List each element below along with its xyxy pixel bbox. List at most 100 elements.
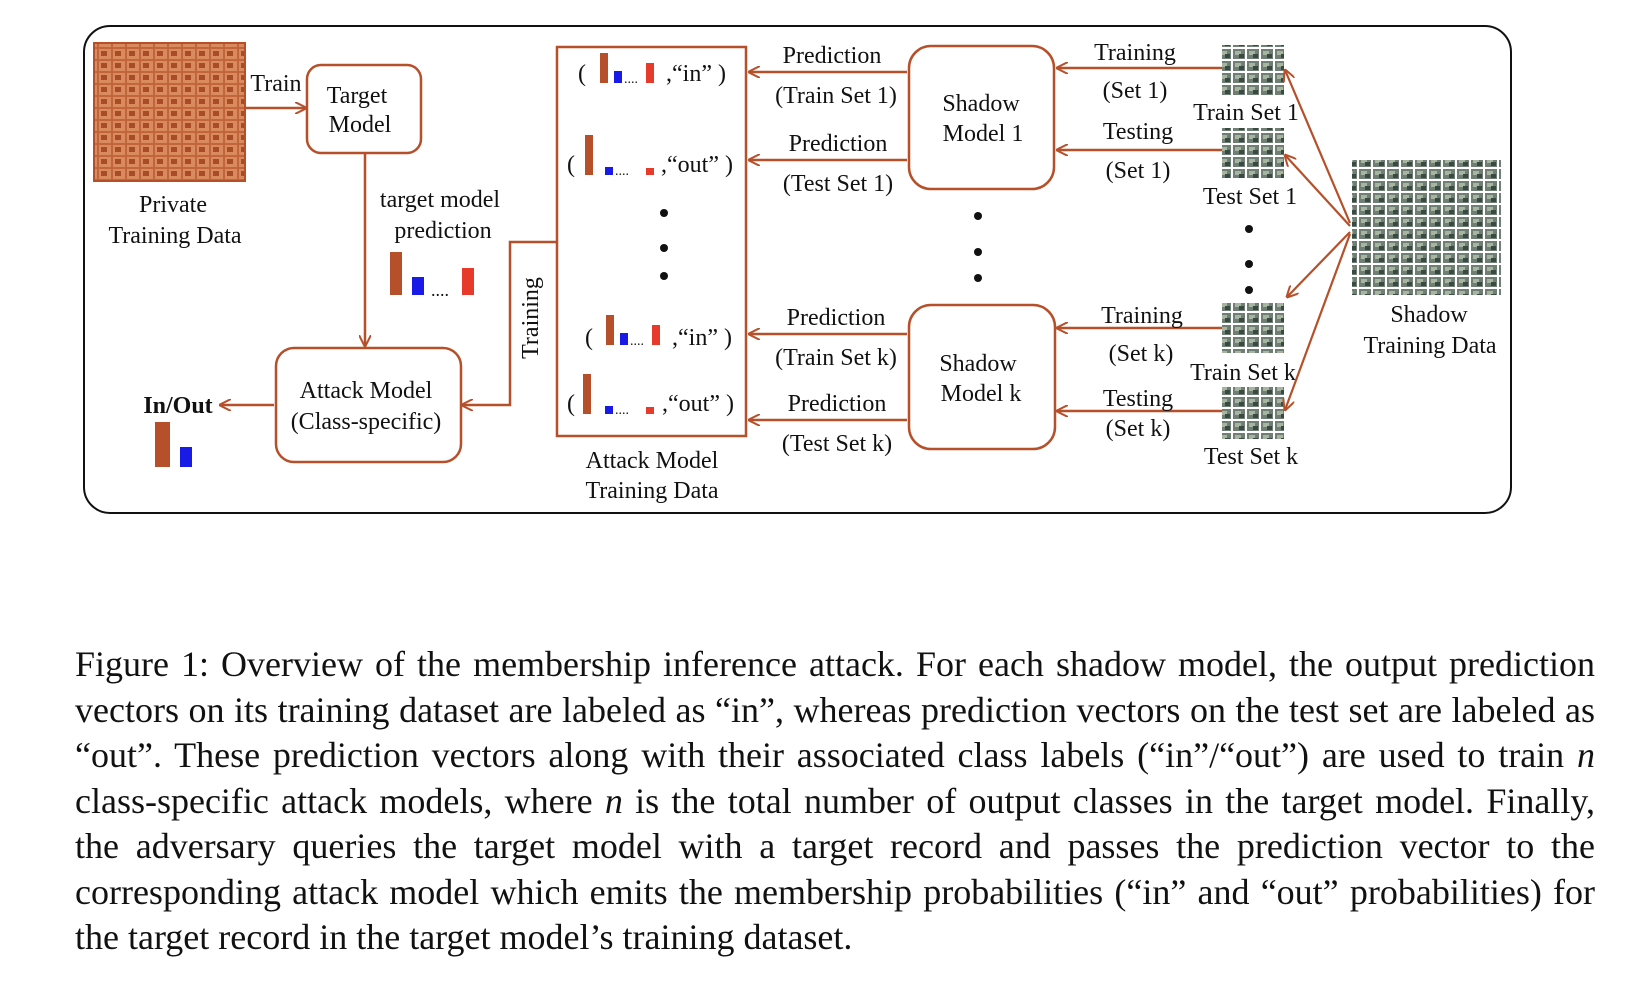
record-3: ( .... ,“in” ): [585, 315, 732, 351]
caption-var-n: n: [1577, 735, 1595, 775]
bar-mark: [614, 71, 622, 83]
ellipsis-dot: [660, 244, 668, 252]
data-edge-3-top: Training: [1101, 303, 1183, 329]
target-prediction-bars: ....: [390, 252, 474, 300]
bar-dots: ....: [431, 280, 449, 300]
caption-suffix: is the to­tal number of output classes i…: [75, 780, 1595, 958]
attack-training-data-label-2: Training Data: [585, 478, 718, 504]
train-set-1-image: [1222, 45, 1284, 95]
test-set-1-image: [1222, 128, 1284, 178]
bar-mark: [600, 53, 608, 83]
attack-model-label-1: Attack Model: [300, 378, 433, 404]
shadow-data-label-2: Training Data: [1363, 333, 1496, 359]
pred-edge-4-top: Prediction: [788, 391, 887, 417]
attack-training-data-box: [555, 45, 748, 438]
bar-mark: [620, 333, 628, 345]
data-edge-3-bottom: (Set k): [1109, 341, 1174, 367]
test-set-1-label: Test Set 1: [1203, 184, 1297, 210]
record-open-paren: (: [585, 325, 593, 351]
figure-caption: Figure 1: Overview of the membership inf…: [75, 642, 1595, 961]
data-edge-2-top: Testing: [1103, 119, 1173, 145]
record-open-paren: (: [567, 391, 575, 417]
record-label: ,“out” ): [662, 391, 734, 417]
record-2: ( .... ,“out” ): [567, 135, 733, 179]
record-label: ,“in” ): [666, 61, 726, 87]
membership-inference-diagram: Private Training Data Train Target Model…: [83, 25, 1512, 514]
record-label: ,“in” ): [672, 325, 732, 351]
attack-training-data-label-1: Attack Model: [586, 448, 719, 474]
bar-mark: [585, 135, 593, 175]
bar-mark: [606, 315, 614, 345]
record-open-paren: (: [578, 61, 586, 87]
ellipsis-dot: [974, 274, 982, 282]
train-label: Train: [250, 71, 301, 97]
shadow-model-k-label-1: Shadow: [939, 351, 1017, 377]
shadow-data-label-1: Shadow: [1390, 302, 1468, 328]
train-set-1-label: Train Set 1: [1193, 100, 1299, 126]
caption-prefix: Figure 1: Overview of the membership inf…: [75, 644, 1595, 775]
test-set-k-image: [1222, 387, 1284, 439]
record-dots: ....: [624, 72, 638, 87]
figure-frame: [83, 25, 1512, 514]
output-out-bar: [180, 447, 192, 467]
target-model-box: [305, 63, 423, 155]
pred-edge-4-bottom: (Test Set k): [782, 431, 892, 457]
output-label: In/Out: [143, 393, 212, 419]
record-dots: ....: [630, 334, 644, 349]
bar-mark: [412, 277, 424, 295]
shadow-model-k-box: [907, 303, 1057, 451]
attack-model-box: [274, 346, 463, 464]
bar-mark: [646, 407, 654, 414]
target-model-label-2: Model: [329, 112, 392, 138]
pred-edge-1-top: Prediction: [783, 43, 882, 69]
attack-model-label-2: (Class-specific): [291, 409, 442, 435]
sample-arrow-train-k: [1287, 231, 1351, 297]
caption-var-n: n: [604, 780, 623, 821]
shadow-model-1-label-1: Shadow: [942, 91, 1020, 117]
private-data-label-1: Private: [139, 192, 207, 218]
shadow-data-image: [1352, 160, 1501, 295]
test-set-k-label: Test Set k: [1204, 444, 1298, 470]
shadow-model-1-box: [907, 44, 1056, 191]
target-prediction-label-2: prediction: [394, 218, 491, 244]
training-vertical-label: Training: [518, 277, 544, 359]
training-path: [462, 240, 557, 405]
bar-mark: [583, 374, 591, 414]
ellipsis-dot: [1245, 225, 1253, 233]
data-edge-1-top: Training: [1094, 40, 1176, 66]
record-open-paren: (: [567, 152, 575, 178]
record-label: ,“out” ): [661, 152, 733, 178]
ellipsis-dot: [1245, 286, 1253, 294]
pred-edge-3-bottom: (Train Set k): [775, 345, 897, 371]
shadow-model-1-label-2: Model 1: [943, 121, 1024, 147]
record-dots: ....: [615, 164, 629, 179]
ellipsis-dot: [660, 209, 668, 217]
pred-edge-2-top: Prediction: [789, 131, 888, 157]
output-in-bar: [155, 422, 170, 467]
ellipsis-dot: [1245, 260, 1253, 268]
record-1: ( .... ,“in” ): [578, 53, 726, 87]
pred-edge-2-bottom: (Test Set 1): [783, 171, 893, 197]
shadow-model-k-label-2: Model k: [941, 381, 1022, 407]
record-4: ( .... ,“out” ): [567, 374, 734, 418]
bar-mark: [652, 325, 660, 345]
data-edge-2-bottom: (Set 1): [1106, 158, 1171, 184]
ellipsis-dot: [974, 248, 982, 256]
sample-arrow-train-1: [1285, 70, 1352, 224]
train-set-k-label: Train Set k: [1190, 360, 1296, 386]
caption-middle: class-specific attack models, where: [75, 780, 605, 821]
bar-mark: [646, 168, 654, 175]
bar-mark: [390, 252, 402, 295]
pred-edge-3-top: Prediction: [787, 305, 886, 331]
pred-edge-1-bottom: (Train Set 1): [775, 83, 897, 109]
private-data-image: [93, 42, 246, 182]
train-set-k-image: [1222, 303, 1284, 353]
sample-arrow-test-1: [1285, 155, 1351, 227]
ellipsis-dot: [974, 212, 982, 220]
data-edge-4-bottom: (Set k): [1106, 416, 1171, 442]
data-edge-1-bottom: (Set 1): [1103, 78, 1168, 104]
target-prediction-label-1: target model: [380, 187, 501, 213]
private-data-label-2: Training Data: [108, 223, 241, 249]
data-edge-4-top: Testing: [1103, 386, 1173, 412]
bar-mark: [605, 406, 613, 414]
